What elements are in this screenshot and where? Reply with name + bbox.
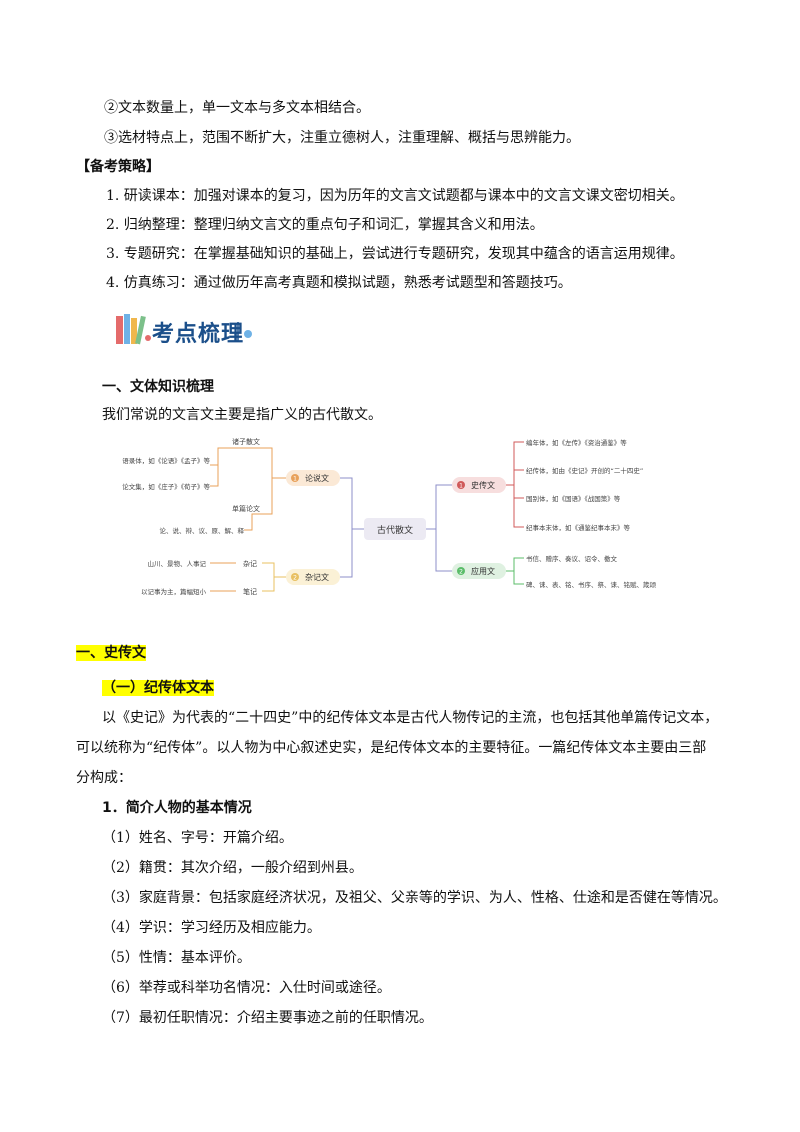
mindmap-leaf: 纪传体，如由《史记》开创的“二十四史” [526,466,643,475]
connector [260,447,286,479]
connector [513,469,524,485]
paragraph-line: 分构成： [76,770,132,786]
connector [506,441,524,486]
point-heading: 1．简介人物的基本情况 [102,800,252,816]
node-number-badge [457,567,465,575]
mindmap-leaf: 编年体，如《左传》《资治通鉴》等 [526,438,627,447]
mindmap-node-ying [452,563,506,579]
node-number-badge [291,474,299,482]
strategy-item: 3. 专题研究：在掌握基础知识的基础上，尝试进行专题研究，发现其中蕴含的语言运用… [106,246,684,262]
mindmap-leaf: 国别体，如《国语》《战国策》等 [526,494,621,503]
connector [426,484,452,530]
books-icon [116,314,151,345]
mindmap-child: 诸子散文 [232,437,260,446]
node-number-badge [291,573,299,581]
connector [506,557,524,572]
connector [210,465,219,487]
section-banner: 考点梳理 [114,312,264,350]
connector [210,447,226,466]
subsection-heading: （一）纪传体文本 [102,678,214,698]
intro-line: ③选材特点上，范围不断扩大，注重立德树人，注重理解、概括与思辨能力。 [104,130,580,146]
mindmap-leaf: 碑、诔、表、铭、书序、祭、诔、铭赋、箴颂 [526,580,657,589]
point-item: （4）学识：学习经历及相应能力。 [102,920,321,936]
connector [340,477,364,530]
mindmap-node-zaji [286,569,340,585]
node-number: 1 [293,476,297,483]
mindmap-root-box [364,518,426,540]
point-item: （7）最初任职情况：介绍主要事迹之前的任职情况。 [102,1010,433,1026]
mindmap-leaf: 书信、赠序、奏议、诏令、檄文 [526,554,618,563]
mindmap-leaf: 语录体，如《论语》《孟子》等 [122,456,210,465]
dot-icon [237,322,252,342]
section-heading-text: 一、史传文 [76,645,146,661]
mindmap-child: 单篇论文 [232,504,260,513]
strategy-item: 4. 仿真练习：通过做历年高考真题和模拟试题，熟悉考试题型和答题技巧。 [106,275,572,291]
paragraph-line: 以《史记》为代表的“二十四史”中的纪传体文本是古代人物传记的主流，也包括其他单篇… [102,710,719,726]
mindmap-root: 古代散文 [377,524,413,536]
paragraph-line: 可以统称为“纪传体”。以人物为中心叙述史实，是纪传体文本的主要特征。一篇纪传体文… [76,740,707,756]
connector [513,571,524,585]
intro-line: ②文本数量上，单一文本与多文本相结合。 [104,100,370,116]
point-item: （2）籍贯：其次介绍，一般介绍到州县。 [102,860,363,876]
connector [262,562,286,578]
section-heading: 一、文体知识梳理 [102,379,214,395]
connector [513,485,524,499]
strategy-heading: 【备考策略】 [76,159,160,175]
subsection-heading-text: （一）纪传体文本 [102,680,214,696]
banner-title: 考点梳理 [152,322,245,347]
point-item: （1）姓名、字号：开篇介绍。 [102,830,293,846]
mindmap-child: 杂记 [243,560,257,568]
strategy-item: 1. 研读课本：加强对课本的复习，因为历年的文言文试题都与课本中的文言文课文密切… [106,188,684,204]
node-number: 1 [459,483,463,490]
mindmap-leaf: 论、说、辩、议、原、解、释 [160,526,245,535]
node-number: 2 [293,575,297,582]
point-item: （5）性情：基本评价。 [102,950,251,966]
mindmap-node-label: 杂记文 [305,572,329,582]
strategy-item: 2. 归纳整理：整理归纳文言文的重点句子和词汇，掌握其含义和用法。 [106,217,544,233]
connector [244,513,260,531]
mindmap-child: 笔记 [243,587,257,596]
section-heading: 一、史传文 [76,643,146,663]
connector [260,478,273,515]
mindmap-leaf: 论文集，如《庄子》《荀子》等 [122,482,210,491]
section-body: 我们常说的文言文主要是指广义的古代散文。 [102,407,382,423]
mind-map: 古代散文 1 论说文 诸子散文 语录体，如《论语》《孟子》等 论文集，如《庄子》… [122,437,657,596]
node-number-badge [457,481,465,489]
mindmap-leaf: 山川、景物、人事记 [148,559,207,568]
point-item: （6）举荐或科举功名情况：入仕时间或途径。 [102,980,391,996]
node-number: 2 [459,569,463,576]
point-item: （3）家庭背景：包括家庭经济状况，及祖父、父亲等的学识、为人、性格、仕途和是否健… [102,890,727,906]
mindmap-node-label: 论说文 [305,473,329,483]
mindmap-node-label: 史传文 [471,480,495,490]
connector [262,577,275,592]
mindmap-node-shi [452,477,506,493]
mindmap-node-label: 应用文 [471,566,495,576]
mindmap-node-lun [286,470,340,486]
mindmap-leaf: 以记事为主，篇幅短小 [141,587,207,596]
connector [340,529,353,578]
connector [435,529,452,572]
connector [513,485,524,528]
mindmap-leaf: 纪事本末体，如《通鉴纪事本末》等 [526,523,631,532]
